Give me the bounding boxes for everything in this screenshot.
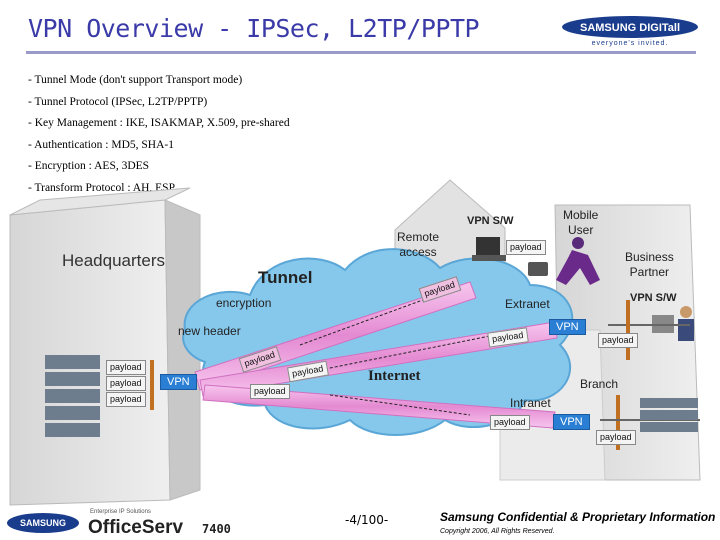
mobile-user-icon (528, 237, 600, 285)
feature-item: - Encryption : AES, 3DES (28, 160, 150, 172)
feature-item: - Key Management : IKE, ISAKMAP, X.509, … (28, 117, 290, 129)
confidential-notice: Samsung Confidential & Proprietary Infor… (440, 510, 716, 524)
mobile-user-label: Mobile User (563, 208, 599, 237)
payload-label: payload (596, 430, 636, 445)
feature-item: - Transform Protocol : AH, ESP (28, 181, 175, 194)
hq-server-rack (45, 355, 100, 437)
brand-name: SAMSUNG DIGITall (580, 22, 680, 34)
page-number: -4/100- (345, 513, 389, 527)
copyright-notice: Copyright 2006, All Rights Reserved. (440, 528, 555, 535)
logo-samsung: SAMSUNG (20, 518, 66, 528)
internet-label: Internet (368, 368, 421, 384)
extranet-label: Extranet (505, 297, 550, 311)
flow-arrows (299, 289, 521, 416)
payload-label: payload (250, 384, 290, 399)
vpn-sw-right-label: VPN S/W (630, 292, 677, 304)
vpn-branch-box: VPN (553, 414, 590, 430)
remote-access-label: Remote access (397, 230, 440, 259)
payload-label: payload (106, 360, 146, 375)
payload-label: payload (506, 240, 546, 255)
laptop-icon (472, 237, 506, 261)
page-title: VPN Overview - IPSec, L2TP/PPTP (28, 14, 480, 43)
vpn-extranet-box: VPN (549, 319, 586, 335)
vpn-sw-top-label: VPN S/W (467, 215, 514, 227)
payload-label: payload (490, 415, 530, 430)
feature-item: - Authentication : MD5, SHA-1 (28, 138, 174, 151)
samsung-digitall-logo: SAMSUNG DIGITall everyone's invited. (562, 16, 698, 47)
logo-product: OfficeServ (88, 517, 183, 538)
intranet-label: Intranet (510, 396, 551, 410)
headquarters-label: Headquarters (62, 251, 166, 270)
encryption-label: encryption (216, 296, 272, 310)
branch-label: Branch (580, 377, 619, 391)
payload-label: payload (106, 392, 146, 407)
feature-list: - Tunnel Mode (don't support Transport m… (28, 70, 290, 199)
tunnel-label: Tunnel (258, 268, 313, 287)
branch-server-rack (640, 398, 698, 432)
logo-model: 7400 (202, 522, 231, 536)
new-header-label: new header (178, 324, 241, 338)
feature-item: - Tunnel Mode (don't support Transport m… (28, 74, 243, 86)
officeserv-logo: SAMSUNG Enterprise IP Solutions OfficeSe… (7, 509, 231, 538)
payload-label: payload (106, 376, 146, 391)
business-partner-label: Business Partner (625, 250, 674, 279)
payload-label: payload (598, 333, 638, 348)
vpn-hq-box: VPN (160, 374, 197, 390)
logo-sub: Enterprise IP Solutions (90, 509, 151, 515)
brand-tagline: everyone's invited. (592, 40, 669, 47)
title-divider (26, 51, 696, 54)
feature-item: - Tunnel Protocol (IPSec, L2TP/PPTP) (28, 95, 208, 108)
headquarters-building (9, 187, 201, 506)
